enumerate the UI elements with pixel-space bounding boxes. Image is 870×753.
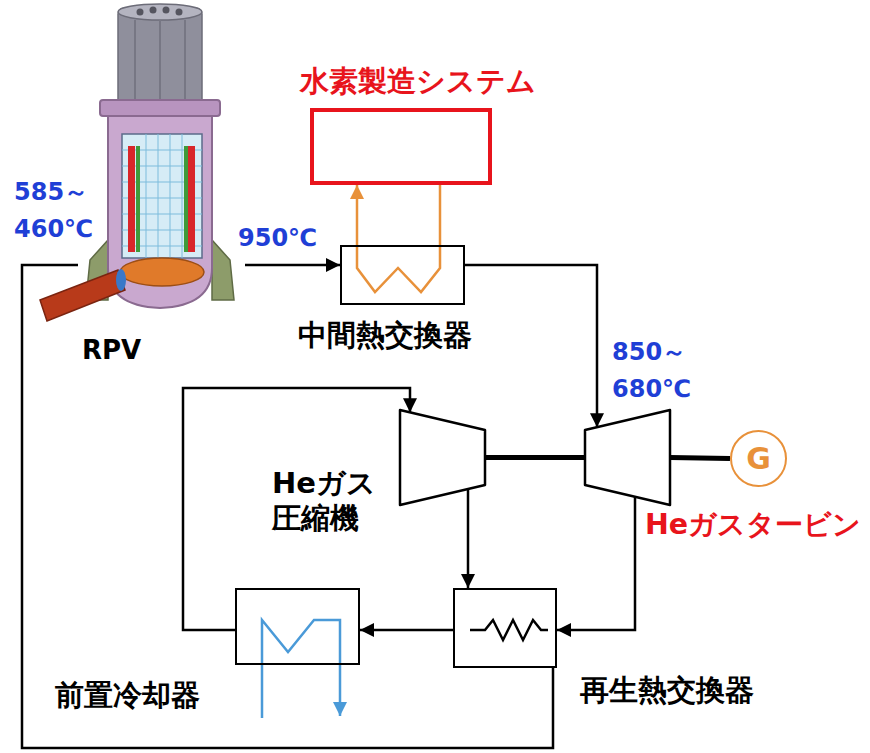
drawing-part (159, 20, 161, 104)
hydrogen-system-box: 水素製造システム (310, 108, 492, 185)
flow-connector (22, 265, 553, 748)
temperature-label: 850～ 680℃ (612, 334, 694, 408)
drawing-part (118, 4, 202, 20)
temperature-label: 585～ 460℃ (14, 174, 96, 248)
drawing-part (470, 620, 548, 640)
drawing-part (128, 146, 135, 252)
reactor-vessel: RPV (78, 5, 245, 310)
flow-connector (245, 264, 340, 267)
drawing-part (146, 134, 147, 258)
flow-connector (360, 629, 453, 632)
turbine-symbol: Heガスタービン (585, 410, 670, 505)
flow-connector (183, 388, 410, 630)
turbine-symbol-shape (585, 410, 670, 505)
flow-connector (557, 497, 635, 630)
heat-exchanger-box: 中間熱交換器 (340, 245, 465, 305)
drawing-part (118, 8, 202, 108)
node-label: 再生熱交換器 (580, 673, 754, 708)
flow-connector (356, 185, 359, 245)
cooling-water-line (262, 620, 340, 718)
generator-circle: G (730, 430, 787, 487)
drawing-part (150, 7, 157, 14)
drawing-part (182, 134, 183, 258)
regenerator-box: 再生熱交換器 (453, 588, 557, 668)
drawing-part (120, 258, 204, 286)
precooler-box: 前置冷却器 (235, 588, 360, 665)
drawing-part (188, 146, 195, 252)
node-label: 中間熱交換器 (298, 318, 472, 353)
flow-connector (439, 185, 442, 245)
turbine-symbol-outline (585, 410, 670, 505)
drawing-part (163, 7, 170, 14)
drawing-part (40, 270, 125, 321)
node-label: Heガス 圧縮機 (272, 466, 394, 536)
heat-exchanger-coil (357, 245, 440, 292)
drawing-part (116, 269, 126, 291)
drawing-part (184, 20, 186, 104)
compressor-symbol-outline (400, 410, 485, 505)
drawing-part (100, 100, 220, 116)
shaft-line (485, 455, 585, 460)
drawing-part (176, 9, 183, 16)
drawing-part (170, 134, 171, 258)
drawing-part (262, 620, 340, 718)
drawing-part (158, 134, 159, 258)
drawing-part (137, 9, 144, 16)
drawing-part (122, 134, 202, 258)
flow-connector (467, 489, 470, 588)
node-label: 水素製造システム (300, 64, 536, 99)
node-label: G (746, 441, 771, 477)
temperature-label: 950℃ (238, 220, 317, 257)
regenerator-coil (470, 620, 548, 640)
compressor-symbol: Heガス 圧縮機 (400, 410, 485, 505)
rpv-illustration (40, 4, 234, 321)
drawing-part (184, 146, 188, 252)
drawing-part (136, 146, 140, 252)
node-label: Heガスタービン (645, 508, 861, 542)
drawing-part (212, 240, 234, 300)
compressor-symbol-shape (400, 410, 485, 505)
drawing-part (134, 20, 136, 104)
node-label: 前置冷却器 (55, 678, 200, 713)
drawing-part (108, 114, 212, 308)
node-label: RPV (82, 335, 141, 366)
flow-connector (465, 265, 597, 427)
shaft-line (670, 458, 730, 459)
drawing-part (122, 134, 202, 258)
drawing-part (357, 245, 440, 292)
